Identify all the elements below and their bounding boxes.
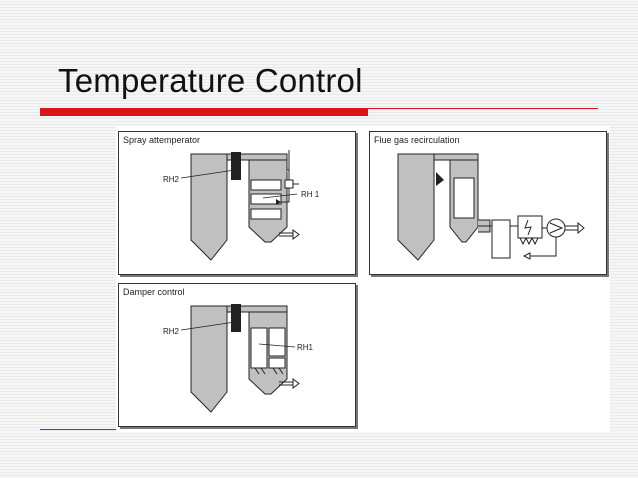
heat-exchanger (453, 177, 475, 219)
rh1-label: RH1 (297, 343, 314, 352)
furnace-shape (190, 153, 228, 261)
fan-blade (549, 222, 564, 234)
split-pass-left (250, 327, 268, 369)
outlet-arrow (279, 232, 293, 237)
rh2-label: RH2 (163, 327, 180, 336)
footer-rule (40, 429, 118, 430)
rh-box-1 (250, 179, 282, 191)
title-accent-bar (40, 108, 368, 116)
spray-attemperator-panel: Spray attemperator RH2 RH 1 (118, 131, 356, 275)
outlet-arrowhead (292, 378, 300, 389)
panel-title: Flue gas recirculation (374, 135, 460, 145)
rh2-label: RH2 (163, 175, 180, 184)
furnace-shape (190, 305, 228, 413)
stack-arrowhead (577, 221, 585, 235)
panel-title: Damper control (123, 287, 185, 297)
outlet-arrow (279, 381, 293, 386)
spray-line (281, 150, 290, 203)
top-duct (433, 153, 479, 161)
lightning-icon (524, 219, 532, 236)
hopper-zigzag (519, 236, 539, 246)
rh2-leader (180, 321, 236, 331)
title-underline (368, 108, 598, 109)
slide-title: Temperature Control (58, 62, 363, 99)
furnace-nose (436, 172, 444, 186)
rh1-leader (258, 343, 296, 348)
recirculation-line (530, 237, 557, 257)
damper-control-diagram: RH2 RH1 (163, 304, 314, 413)
recirculation-arrowhead (522, 252, 531, 260)
rh2-leader (180, 169, 236, 179)
air-heater (491, 219, 511, 259)
rh1-label: RH 1 (301, 190, 320, 199)
rh1-leader (262, 193, 298, 199)
rh-box-3 (250, 208, 282, 220)
furnace-shape (397, 153, 435, 261)
inner-heater (231, 152, 241, 180)
stack-arrow (565, 225, 578, 231)
flue-gas-recirculation-diagram (397, 153, 585, 261)
flue-gas-recirculation-panel: Flue gas recirculation (369, 131, 607, 275)
economizer-box (268, 357, 286, 369)
damper-blades (254, 367, 284, 375)
inner-heater (231, 304, 241, 332)
spray-arrowhead (276, 199, 281, 205)
rh-box-2 (250, 193, 282, 205)
panel-title: Spray attemperator (123, 135, 201, 145)
damper-control-panel: Damper control RH2 RH1 (118, 283, 356, 427)
split-pass-right (268, 327, 286, 357)
outlet-arrowhead (292, 229, 300, 240)
spray-attemperator-diagram: RH2 RH 1 (163, 150, 320, 261)
